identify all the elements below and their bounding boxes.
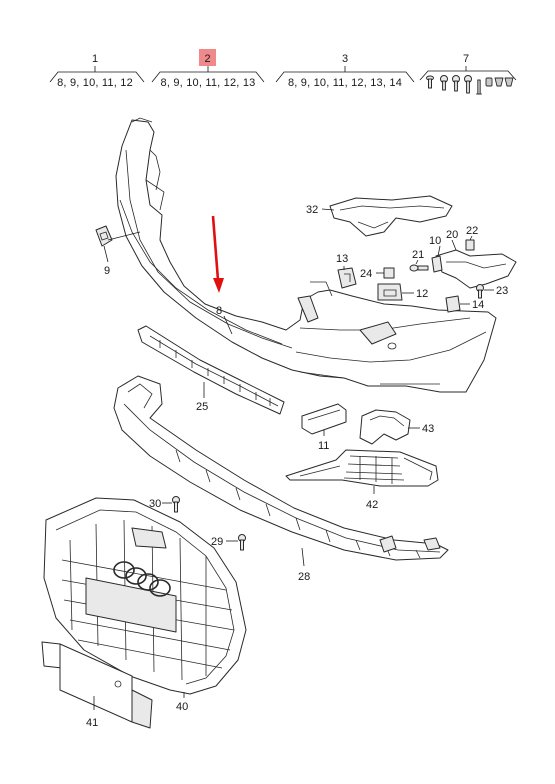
part-11-cover[interactable]	[301, 403, 347, 436]
red-arrow	[211, 215, 224, 293]
callout-10: 10	[429, 235, 441, 247]
callout-23: 23	[496, 285, 508, 297]
callout-29: 29	[211, 536, 223, 548]
part-43-bracket[interactable]	[359, 409, 420, 445]
group-title: 2	[204, 53, 210, 65]
group-bracket	[49, 66, 145, 83]
group-list: 8, 9, 10, 11, 12, 13	[161, 77, 256, 89]
callout-11: 11	[318, 440, 329, 452]
audi-rings-icon	[113, 561, 171, 597]
fastener-set-icon	[426, 75, 514, 95]
callout-14: 14	[472, 299, 484, 311]
callout-30: 30	[149, 498, 161, 510]
part-20-side-bracket[interactable]	[431, 239, 517, 289]
callout-32: 32	[306, 204, 318, 216]
group-header-2[interactable]: 2 8, 9, 10, 11, 12, 13	[151, 49, 265, 89]
callout-28: 28	[298, 571, 310, 583]
part-24-clip[interactable]	[376, 267, 395, 279]
group-header-1[interactable]: 1 8, 9, 10, 11, 12	[49, 53, 145, 89]
part-25-strip[interactable]	[137, 325, 285, 415]
part-22-clip[interactable]	[465, 235, 475, 251]
callout-41: 41	[86, 717, 98, 729]
callout-13: 13	[336, 253, 348, 265]
callout-9: 9	[104, 265, 110, 277]
part-29-screw[interactable]	[226, 534, 246, 551]
callout-24: 24	[360, 268, 372, 280]
part-13-clip[interactable]	[337, 266, 357, 289]
callout-22: 22	[466, 225, 478, 237]
part-42-lower-grille[interactable]	[285, 449, 439, 494]
callout-12: 12	[416, 288, 428, 300]
callout-21: 21	[412, 249, 424, 261]
group-bracket	[275, 66, 415, 83]
part-23-screw[interactable]	[476, 284, 495, 299]
leader-8	[223, 315, 233, 335]
part-14-clip[interactable]	[445, 295, 470, 313]
group-list: 8, 9, 10, 11, 12	[57, 77, 133, 89]
callout-8: 8	[216, 305, 222, 317]
group-title: 1	[92, 53, 98, 65]
group-header-7[interactable]: 7	[419, 53, 517, 95]
callout-20: 20	[446, 229, 458, 241]
part-21-screw[interactable]	[409, 259, 429, 272]
part-12-bracket[interactable]	[377, 283, 414, 301]
part-28-carrier[interactable]	[113, 375, 449, 567]
part-32-bracket[interactable]	[321, 195, 453, 237]
group-header-3[interactable]: 3 8, 9, 10, 11, 12, 13, 14	[275, 53, 415, 89]
part-9-clip[interactable]	[95, 225, 141, 263]
part-41-plate-bracket[interactable]	[41, 641, 153, 729]
part-30-screw[interactable]	[162, 496, 180, 513]
group-title: 7	[463, 53, 469, 65]
group-bracket	[151, 66, 265, 83]
callout-25: 25	[196, 401, 208, 413]
group-bracket	[419, 66, 517, 81]
callout-43: 43	[422, 423, 434, 435]
bumper-cover[interactable]	[115, 117, 497, 393]
highlight-box	[199, 49, 216, 66]
group-title: 3	[342, 53, 348, 65]
group-list: 8, 9, 10, 11, 12, 13, 14	[288, 77, 402, 89]
callout-42: 42	[366, 499, 378, 511]
callout-40: 40	[176, 701, 188, 713]
part-40-grille[interactable]	[43, 497, 247, 698]
